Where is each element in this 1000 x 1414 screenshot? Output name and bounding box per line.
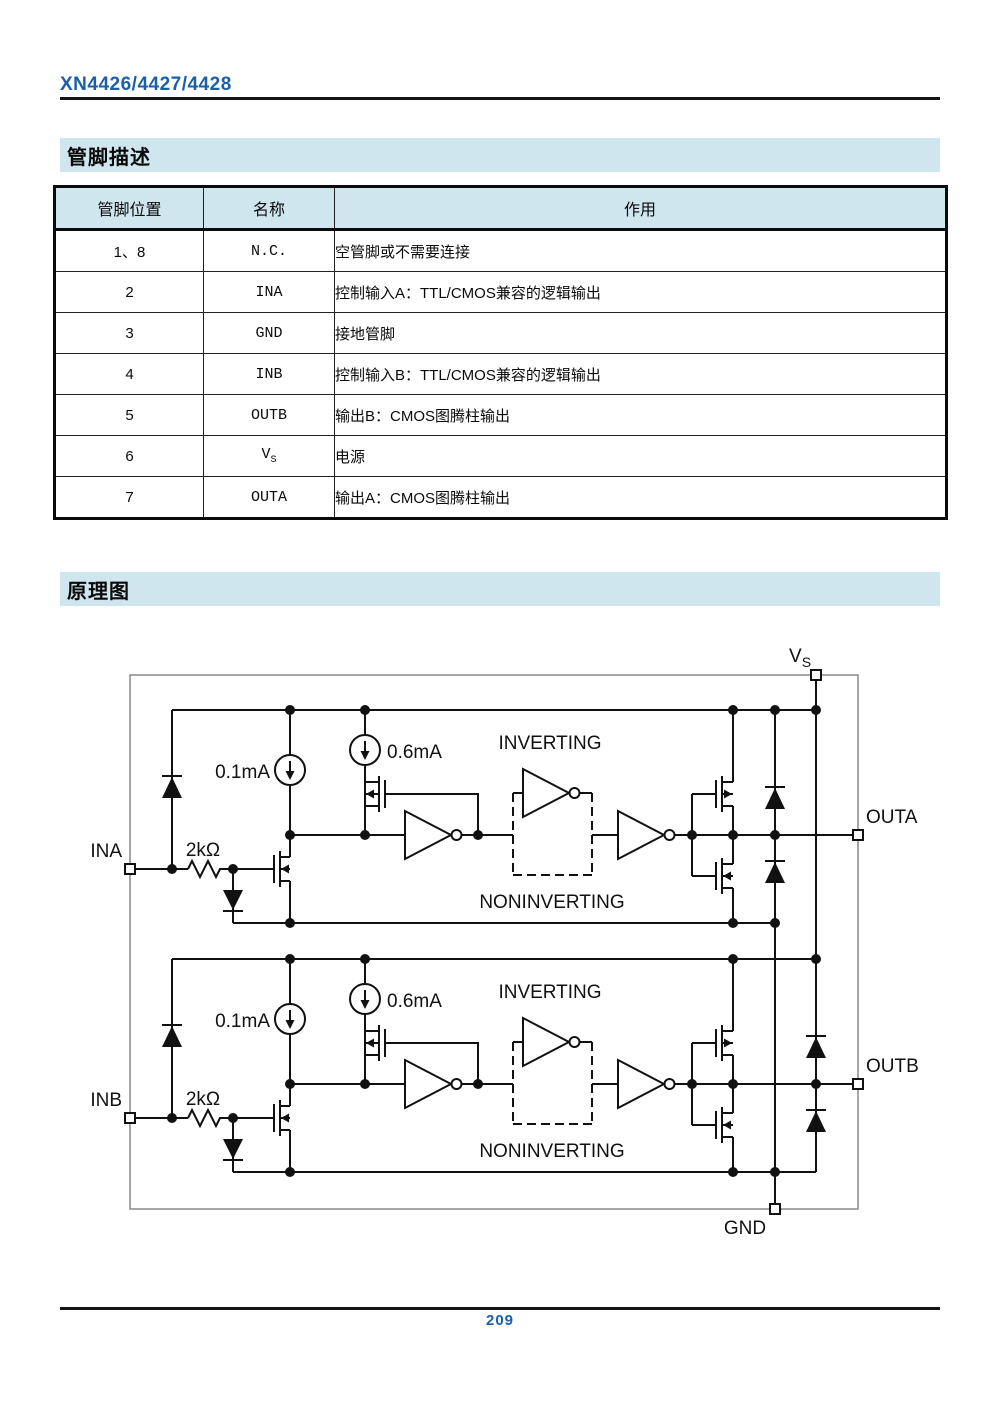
current-source2-label-b: 0.6mA — [387, 991, 442, 1012]
current-source1-label-b: 0.1mA — [215, 1011, 270, 1032]
inverting-label-a: INVERTING — [498, 733, 601, 754]
title-divider — [60, 97, 940, 100]
pin-function-cell: 控制输入A：TTL/CMOS兼容的逻辑输出 — [334, 271, 947, 313]
footer-divider — [60, 1307, 940, 1310]
pin-function-cell: 接地管脚 — [334, 312, 947, 354]
pin-function-cell: 电源 — [334, 435, 947, 477]
header-pin-name: 名称 — [203, 186, 335, 231]
section-schematic-label: 原理图 — [67, 580, 130, 603]
page-number: 209 — [485, 1312, 515, 1329]
noninverting-label-b: NONINVERTING — [479, 1141, 624, 1162]
inverting-label-b: INVERTING — [498, 982, 601, 1003]
pin-position-cell: 5 — [54, 394, 204, 436]
supply-ground-rails — [774, 680, 817, 1204]
ic-boundary-box — [129, 674, 859, 1210]
pin-function-cell: 输出B：CMOS图腾柱输出 — [334, 394, 947, 436]
pin-name-cell: GND — [203, 312, 335, 354]
channel-b-output-network — [233, 954, 853, 1177]
outb-label: OUTB — [866, 1056, 919, 1077]
pin-position-cell: 3 — [54, 312, 204, 354]
pin-name-cell: N.C. — [203, 229, 335, 272]
inb-label: INB — [90, 1090, 122, 1111]
gnd-terminal — [769, 1203, 781, 1215]
pin-row: 5 OUTB 输出B：CMOS图腾柱输出 — [54, 394, 947, 436]
pin-name-cell: INA — [203, 271, 335, 313]
ina-terminal — [124, 863, 136, 875]
outb-terminal — [852, 1078, 864, 1090]
pin-position-cell: 6 — [54, 435, 204, 477]
pin-name-cell: VS — [203, 435, 335, 477]
pin-position-cell: 2 — [54, 271, 204, 313]
outa-terminal — [852, 829, 864, 841]
pin-row: 3 GND 接地管脚 — [54, 312, 947, 354]
outa-label: OUTA — [866, 807, 918, 828]
resistor-label-a: 2kΩ — [186, 840, 220, 861]
driver-channel-b — [133, 953, 817, 1178]
header-pin-function: 作用 — [334, 186, 947, 231]
pin-row: 7 OUTA 输出A：CMOS图腾柱输出 — [54, 476, 947, 519]
pin-table-container: 管脚位置 名称 作用 1、8 N.C. 空管脚或不需要连接 2 INA 控制输入… — [53, 185, 948, 520]
pin-table: 管脚位置 名称 作用 1、8 N.C. 空管脚或不需要连接 2 INA 控制输入… — [53, 185, 948, 520]
resistor-label-b: 2kΩ — [186, 1089, 220, 1110]
section-schematic: 原理图 — [60, 572, 940, 606]
pin-function-cell: 空管脚或不需要连接 — [334, 229, 947, 272]
pin-table-header-row: 管脚位置 名称 作用 — [54, 186, 947, 231]
pin-row: 1、8 N.C. 空管脚或不需要连接 — [54, 229, 947, 272]
gnd-label: GND — [724, 1218, 766, 1239]
pin-name-cell: OUTA — [203, 476, 335, 519]
noninverting-label-a: NONINVERTING — [479, 892, 624, 913]
channel-a-output-network — [233, 705, 853, 928]
section-pin-description: 管脚描述 — [60, 138, 940, 172]
vs-label: VS — [789, 646, 811, 670]
section-pin-description-label: 管脚描述 — [67, 146, 151, 169]
pin-position-cell: 1、8 — [54, 229, 204, 272]
pin-row: 2 INA 控制输入A：TTL/CMOS兼容的逻辑输出 — [54, 271, 947, 313]
pin-function-cell: 控制输入B：TTL/CMOS兼容的逻辑输出 — [334, 353, 947, 395]
pin-row: 4 INB 控制输入B：TTL/CMOS兼容的逻辑输出 — [54, 353, 947, 395]
pin-position-cell: 7 — [54, 476, 204, 519]
vs-terminal — [810, 669, 822, 681]
pin-position-cell: 4 — [54, 353, 204, 395]
current-source2-label-a: 0.6mA — [387, 742, 442, 763]
driver-channel-a — [133, 704, 817, 929]
pin-name-main: V — [261, 446, 271, 463]
inb-terminal — [124, 1112, 136, 1124]
ina-label: INA — [90, 841, 122, 862]
header-pin-position: 管脚位置 — [54, 186, 204, 231]
current-source1-label-a: 0.1mA — [215, 762, 270, 783]
pin-function-cell: 输出A：CMOS图腾柱输出 — [334, 476, 947, 519]
pin-name-cell: INB — [203, 353, 335, 395]
pin-name-subscript: S — [270, 455, 277, 466]
schematic-diagram: VS GND INA 2kΩ 0.1mA 0.6mA INVERTING NON… — [90, 646, 919, 1239]
pin-name-cell: OUTB — [203, 394, 335, 436]
pin-row: 6 VS 电源 — [54, 435, 947, 477]
page-title: XN4426/4427/4428 — [60, 74, 232, 95]
